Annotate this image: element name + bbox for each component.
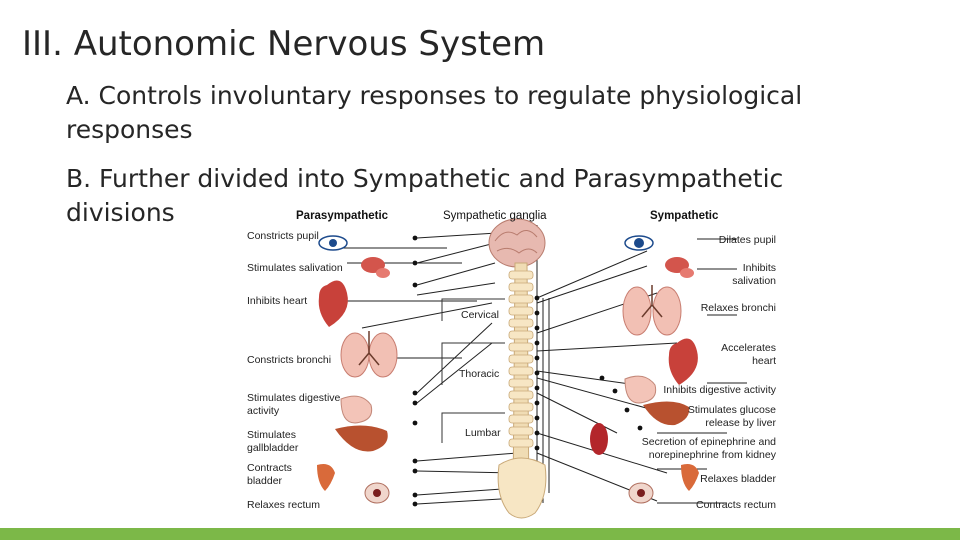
label-epinephrine-secretion: Secretion of epinephrine and norepinephr… [641, 436, 776, 461]
label-constricts-bronchi: Constricts bronchi [247, 354, 332, 366]
rectum-icon-right [628, 482, 654, 504]
label-relaxes-bladder: Relaxes bladder [700, 473, 776, 485]
bladder-icon-right [681, 464, 699, 491]
label-glucose-release: Stimulates glucose release by liver [687, 404, 776, 429]
label-inhibits-digestive: Inhibits digestive activity [663, 384, 776, 396]
liver-icon-right [643, 401, 690, 426]
stomach-icon-right [624, 375, 657, 404]
sacrum [497, 457, 547, 519]
kidney-icon-right [590, 423, 608, 455]
region-thoracic: Thoracic [459, 368, 500, 380]
salivary-gland-icon-left [361, 257, 390, 278]
brain-icon [488, 218, 546, 268]
lungs-icon-right [622, 285, 682, 336]
ganglia-dots [412, 235, 643, 507]
eye-icon-right [624, 235, 654, 251]
label-relaxes-rectum: Relaxes rectum [247, 499, 320, 511]
lungs-icon-left [340, 331, 398, 378]
label-inhibits-salivation: Inhibits salivation [732, 262, 776, 287]
label-dilates-pupil: Dilates pupil [718, 234, 776, 246]
bullet-b: B. Further divided into Sympathetic and … [66, 164, 784, 227]
label-relaxes-bronchi: Relaxes bronchi [700, 302, 776, 314]
header-parasympathetic: Parasympathetic [296, 210, 389, 222]
bladder-icon-left [317, 464, 335, 491]
rectum-icon-left [364, 482, 390, 504]
region-lumbar: Lumbar [465, 427, 501, 439]
header-sympathetic-ganglia: Sympathetic ganglia [443, 210, 547, 222]
label-stimulates-salivation: Stimulates salivation [247, 262, 343, 274]
heart-icon-right [668, 338, 698, 385]
eye-icon-left [318, 235, 348, 251]
label-inhibits-heart: Inhibits heart [247, 295, 308, 307]
label-stimulates-gallbladder: Stimulates gallbladder [247, 429, 299, 454]
bullet-a: A. Controls involuntary responses to reg… [66, 81, 803, 144]
stomach-icon-left [340, 395, 373, 424]
accent-bar [0, 528, 960, 540]
heart-icon-left [318, 280, 348, 327]
label-stimulates-digestive: Stimulates digestive activity [247, 392, 341, 417]
autonomic-diagram: Parasympathetic Sympathetic ganglia Symp… [237, 203, 785, 525]
diagram-artwork [317, 218, 747, 519]
region-cervical: Cervical [461, 309, 499, 321]
label-contracts-rectum: Contracts rectum [696, 499, 776, 511]
label-accelerates-heart: Accelerates heart [721, 342, 776, 367]
salivary-gland-icon-right [665, 257, 694, 278]
slide-title: III. Autonomic Nervous System [22, 24, 546, 64]
header-sympathetic: Sympathetic [650, 210, 719, 222]
liver-icon-left [335, 425, 388, 452]
label-contracts-bladder: Contracts bladder [247, 462, 292, 487]
label-constricts-pupil: Constricts pupil [247, 230, 319, 242]
